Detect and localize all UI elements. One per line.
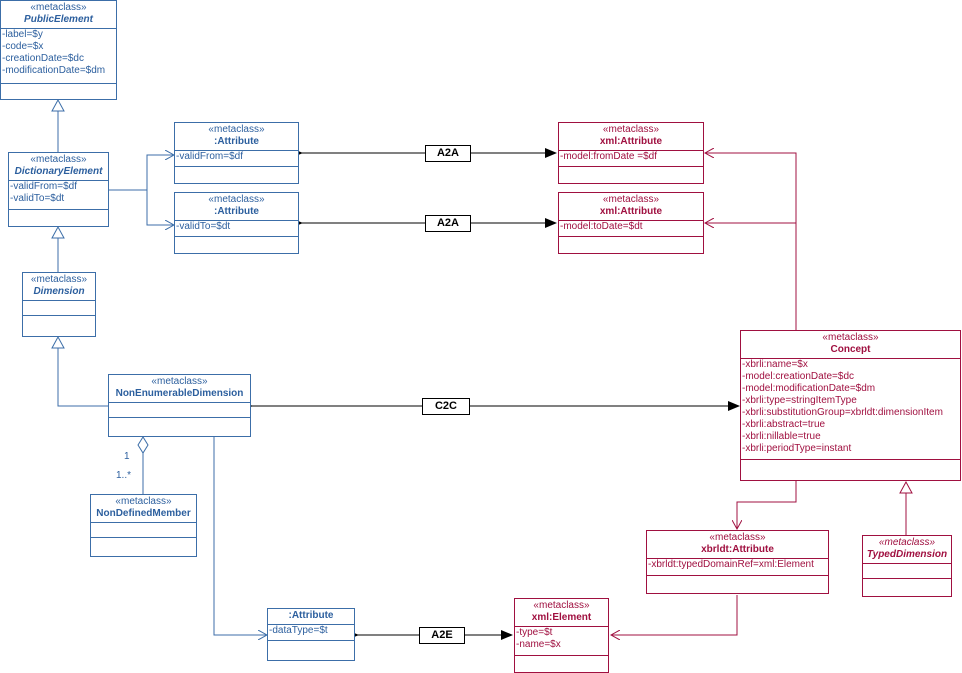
class-attribute-valid-from[interactable]: «metaclass»:Attribute -validFrom=$df <box>174 122 299 184</box>
attribute: -model:creationDate=$dc <box>742 371 855 382</box>
class-dictionary-element[interactable]: «metaclass»DictionaryElement -validFrom=… <box>8 152 109 227</box>
stereotype: «metaclass» <box>822 332 879 343</box>
class-name: PublicElement <box>24 14 93 25</box>
attribute: -xbrli:name=$x <box>742 359 808 370</box>
dependency-xbrldt-to-xml-element <box>611 595 738 635</box>
attribute: -validFrom=$df <box>10 181 77 192</box>
generalization-dictionary-to-public <box>51 98 65 152</box>
stereotype: «metaclass» <box>602 124 660 135</box>
class-non-enumerable-dimension[interactable]: «metaclass»NonEnumerableDimension <box>108 374 251 437</box>
attribute: -type=$t <box>516 627 553 638</box>
class-name: xml:Element <box>531 612 592 623</box>
generalization-typed-to-concept <box>899 480 913 535</box>
attribute: -validTo=$dt <box>176 221 231 232</box>
stereotype: «metaclass» <box>878 537 936 548</box>
class-non-defined-member[interactable]: «metaclass»NonDefinedMember <box>90 494 197 557</box>
class-name: NonDefinedMember <box>96 508 191 519</box>
generalization-dimension-to-dictionary <box>51 225 65 272</box>
class-public-element[interactable]: «metaclass»PublicElement -label=$y -code… <box>0 0 117 100</box>
stereotype: «metaclass» <box>30 274 88 285</box>
attribute: -xbrli:substitutionGroup=xbrldt:dimensio… <box>742 407 943 418</box>
class-name: :Attribute <box>214 206 259 217</box>
attribute: -xbrli:abstract=true <box>742 419 826 430</box>
class-xbrldt-attribute[interactable]: «metaclass»xbrldt:Attribute -xbrldt:type… <box>646 530 829 594</box>
stereotype: «metaclass» <box>208 124 265 135</box>
class-name: :Attribute <box>214 136 259 147</box>
attribute: -label=$y <box>2 29 43 40</box>
attribute: -model:fromDate =$df <box>560 151 657 162</box>
attribute: -validFrom=$df <box>176 151 243 162</box>
class-name: :Attribute <box>288 610 334 621</box>
attribute: -validTo=$dt <box>10 193 65 204</box>
mapping-label-a2e[interactable]: A2E <box>419 627 465 644</box>
dependency-nonenum-to-datatype <box>213 437 267 635</box>
stereotype: «metaclass» <box>208 194 265 205</box>
class-name: Concept <box>830 344 871 355</box>
class-name: xbrldt:Attribute <box>701 544 774 555</box>
attribute: -dataType=$t <box>269 625 328 636</box>
class-name: Dimension <box>33 286 85 297</box>
stereotype: «metaclass» <box>115 496 172 507</box>
mapping-label-a2a-to[interactable]: A2A <box>425 215 471 232</box>
attribute: -model:toDate=$dt <box>560 221 643 232</box>
attribute: -xbrli:type=stringItemType <box>742 395 857 406</box>
dependency-concept-to-xml-attributes <box>705 153 797 330</box>
generalization-nonenum-to-dimension <box>51 335 108 407</box>
stereotype: «metaclass» <box>602 194 660 205</box>
class-attribute-data-type[interactable]: :Attribute -dataType=$t <box>267 608 355 661</box>
multiplicity-source: 1 <box>124 451 130 462</box>
attribute: -xbrli:periodType=instant <box>742 443 852 454</box>
dependency-dictionary-to-attributes <box>108 155 174 225</box>
stereotype: «metaclass» <box>533 600 590 611</box>
stereotype: «metaclass» <box>30 2 87 13</box>
class-name: DictionaryElement <box>14 166 103 177</box>
class-typed-dimension[interactable]: «metaclass»TypedDimension <box>862 535 952 597</box>
stereotype: «metaclass» <box>30 154 87 165</box>
mapping-label-a2a-from[interactable]: A2A <box>425 145 471 162</box>
class-name: xml:Attribute <box>599 136 663 147</box>
class-xml-element[interactable]: «metaclass»xml:Element -type=$t -name=$x <box>514 598 609 673</box>
attribute: -creationDate=$dc <box>2 53 84 64</box>
attribute: -xbrli:nillable=true <box>742 431 821 442</box>
aggregation-nonenum-to-member <box>137 436 149 494</box>
class-dimension[interactable]: «metaclass»Dimension <box>22 272 96 337</box>
mapping-label-c2c[interactable]: C2C <box>422 398 470 415</box>
attribute: -name=$x <box>516 639 561 650</box>
class-xml-attribute-from-date[interactable]: «metaclass»xml:Attribute -model:fromDate… <box>558 122 704 184</box>
class-name: TypedDimension <box>866 549 948 560</box>
attribute: -model:modificationDate=$dm <box>742 383 876 394</box>
attribute: -modificationDate=$dm <box>2 65 106 76</box>
multiplicity-target: 1..* <box>116 470 132 481</box>
class-name: xml:Attribute <box>599 206 663 217</box>
dependency-concept-to-xbrldt <box>737 481 797 529</box>
class-concept[interactable]: «metaclass»Concept -xbrli:name=$x -model… <box>740 330 961 481</box>
stereotype: «metaclass» <box>151 376 208 387</box>
attribute: -xbrldt:typedDomainRef=xml:Element <box>648 559 814 570</box>
class-attribute-valid-to[interactable]: «metaclass»:Attribute -validTo=$dt <box>174 192 299 254</box>
attribute: -code=$x <box>2 41 44 52</box>
class-name: NonEnumerableDimension <box>115 388 244 399</box>
stereotype: «metaclass» <box>709 532 766 543</box>
class-xml-attribute-to-date[interactable]: «metaclass»xml:Attribute -model:toDate=$… <box>558 192 704 254</box>
